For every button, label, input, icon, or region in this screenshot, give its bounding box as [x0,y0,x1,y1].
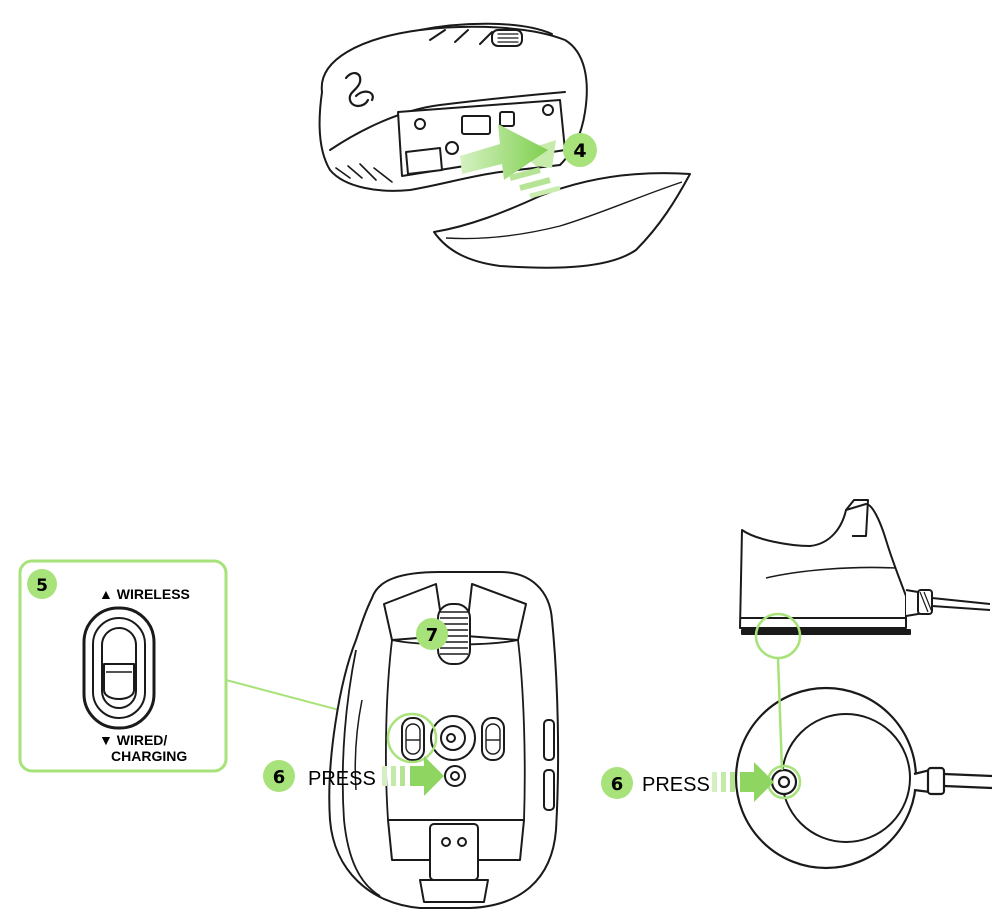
step-6-dock-number: 6 [611,774,624,795]
step-6-mouse-number: 6 [273,767,286,788]
step-5-number: 5 [36,576,48,596]
switch-callout-panel: 5 ▲ WIRELESS ▼ WIRED/ CHARGING [20,561,226,771]
mouse-underside-illustration [329,572,558,908]
side-panel-piece [434,173,690,268]
step-7-badge: 7 [416,618,448,650]
step-4-badge: 4 [563,133,597,167]
wireless-label: ▲ WIRELESS [99,586,190,602]
wired-label-line2: CHARGING [111,748,187,764]
press-dock-label: PRESS [642,774,710,796]
step-4-number: 4 [573,140,586,162]
wired-label-line1: ▼ WIRED/ [99,732,167,748]
mode-switch-icon [84,608,154,728]
step-7-number: 7 [426,625,439,646]
press-mouse-label: PRESS [308,768,376,790]
dock-top-illustration [736,688,992,868]
